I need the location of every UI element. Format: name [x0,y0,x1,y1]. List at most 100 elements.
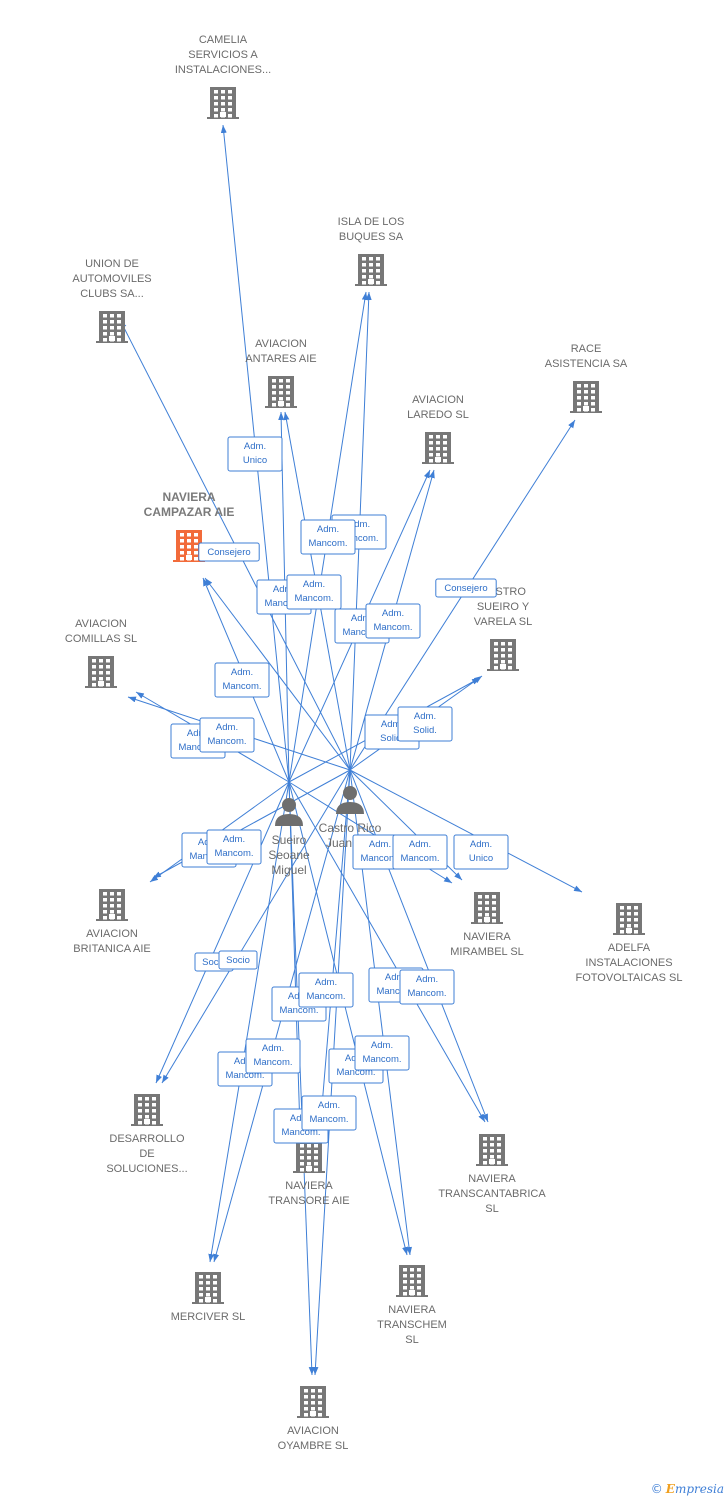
company-name-line: INSTALACIONES... [175,64,271,76]
relation-badge-text: Mancom. [214,848,253,859]
relation-badge[interactable]: Adm.Mancom. [365,603,421,639]
relation-badge-text: Mancom. [407,988,446,999]
building-icon [396,1265,428,1297]
relation-badge-text: Mancom. [376,986,415,997]
company-node-transore[interactable]: NAVIERA TRANSORE AIE [268,1141,350,1207]
relation-badge[interactable]: Adm.Unico [453,834,509,870]
building-icon [471,892,503,924]
relation-badge-text: Adm. [416,974,438,985]
person-name-line: Miguel [271,863,306,877]
building-icon [85,656,117,688]
building-icon [96,311,128,343]
company-name-line: BRITANICA AIE [73,943,150,955]
company-name-line: DE [139,1148,154,1160]
relation-edge-sueiro-merciver [208,781,290,1263]
relation-badge-text: Mancom. [362,1054,401,1065]
company-name-line: TRANSORE AIE [268,1195,349,1207]
relation-badge-text: Adm. [303,579,325,590]
relation-badge[interactable]: Consejero [435,578,497,598]
company-name-line: FOTOVOLTAICAS SL [576,972,683,984]
relation-badge-text: Adm. [382,608,404,619]
company-node-isla[interactable]: ISLA DE LOS BUQUES SA [338,216,405,286]
company-name-line: CLUBS SA... [80,288,144,300]
company-name-line: ISLA DE LOS [338,216,405,228]
company-name-line: ANTARES AIE [245,353,316,365]
relation-badge[interactable]: Adm.Mancom. [298,972,354,1008]
relation-badge[interactable]: Adm.Solid. [397,706,453,742]
company-node-desarrollo[interactable]: DESARROLLODESOLUCIONES... [106,1094,188,1175]
company-name-line: MIRAMBEL SL [450,946,524,958]
company-name-line: BUQUES SA [339,231,404,243]
relation-badge-text: Mancom. [306,991,345,1002]
relation-badge[interactable]: Adm.Mancom. [245,1038,301,1074]
relation-edge-sueiro-transcantabrica [288,781,486,1123]
company-name-line: SL [485,1203,498,1215]
relation-badge[interactable]: Consejero [198,542,260,562]
company-name-line: NAVIERA [285,1180,333,1192]
relation-badge[interactable]: Socio [218,950,258,970]
relation-badge-text: Consejero [207,547,250,558]
relation-badge[interactable]: Adm. Mancom. [399,969,455,1005]
brand-name: mpresia [674,1482,724,1496]
relation-edge-sueiro-transchem [288,781,408,1256]
relation-badge-text: Adm. [244,441,266,452]
person-name-line: Seoane [268,848,310,862]
relation-badge-text: Adm. [369,839,391,850]
company-name-line: TRANSCANTABRICA [438,1188,546,1200]
building-icon [293,1141,325,1173]
relation-badge[interactable]: Adm.Mancom. [392,834,448,870]
relation-badge-text: Mancom. [279,1005,318,1016]
company-name-line: SERVICIOS A [188,49,258,61]
relation-badge-text: Consejero [444,583,487,594]
relation-badge-text: Socio [226,955,250,966]
company-name-line: RACE [571,343,602,355]
relation-edge-castro-campazar [204,577,351,771]
relation-badge[interactable]: Adm.Mancom. [301,1095,357,1131]
building-icon [265,376,297,408]
relation-edge-sueiro-desarrollo [155,781,290,1084]
relation-badge-text: Adm. [273,584,295,595]
relation-badge[interactable]: Adm.Mancom. [300,519,356,555]
relation-badge[interactable]: Adm.Mancom. [286,574,342,610]
building-icon [207,87,239,119]
relation-edge-castro-transcantabrica [349,769,489,1123]
relation-badge[interactable]: Adm.Mancom. [199,717,255,753]
brand-initial: E [665,1482,675,1496]
relation-badge[interactable]: Adm. Mancom. [206,829,262,865]
brand-footer[interactable]: ©Empresia [651,1482,724,1496]
relation-badge-text: Mancom. [222,681,261,692]
relation-badge-text: Adm. [414,711,436,722]
relation-edge-castro-transore [317,769,351,1131]
relation-badge-text: Mancom. [253,1057,292,1068]
relation-badge[interactable]: Adm.Unico [227,436,283,472]
relation-badge-text: Mancom. [360,853,399,864]
relation-badge[interactable]: Adm. Mancom. [214,662,270,698]
relation-badge[interactable]: Adm. Mancom. [354,1035,410,1071]
company-name-line: DESARROLLO [109,1133,185,1145]
company-name-line: COMILLAS SL [65,633,137,645]
person-icon [336,786,364,814]
company-name-line: SUEIRO Y [477,601,530,613]
building-icon [613,903,645,935]
relation-badge-text: Adm. [231,667,253,678]
relation-badge-text: Adm. [223,834,245,845]
relation-badge-text: Adm. [371,1040,393,1051]
company-node-merciver[interactable]: MERCIVER SL [171,1272,246,1323]
building-icon [297,1386,329,1418]
